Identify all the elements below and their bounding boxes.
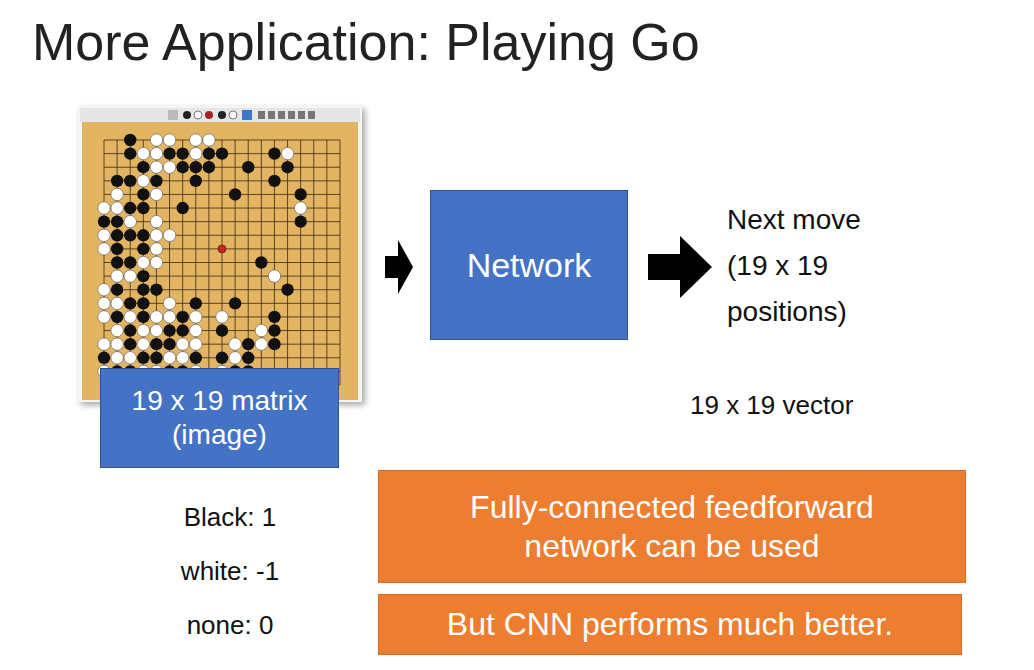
toolbar-strip <box>80 108 360 122</box>
node-text: Network <box>467 245 592 286</box>
caption-box: 19 x 19 matrix (image) <box>100 368 339 468</box>
output-note: 19 x 19 vector <box>690 388 890 422</box>
board-frame <box>78 106 362 402</box>
node-text: Fully-connected feedforward network can … <box>431 488 913 565</box>
board-grid <box>104 140 340 385</box>
encoding-note: white: -1 <box>150 554 310 588</box>
block-arrow <box>648 236 712 298</box>
encoding-note: none: 0 <box>150 608 310 642</box>
slide-title: More Application: Playing Go <box>32 12 700 72</box>
note-box: But CNN performs much better. <box>378 594 962 655</box>
output-label: Next move (19 x 19 positions) <box>727 197 897 335</box>
encoding-note: Black: 1 <box>150 500 310 534</box>
block-arrow <box>385 240 413 294</box>
board-stones <box>98 134 307 391</box>
node-text: 19 x 19 matrix (image) <box>111 384 328 451</box>
toolbar-icons <box>168 110 315 120</box>
node-text: But CNN performs much better. <box>447 605 893 643</box>
board-wood <box>82 122 358 400</box>
process-box: Network <box>430 190 628 340</box>
note-box: Fully-connected feedforward network can … <box>378 470 966 583</box>
